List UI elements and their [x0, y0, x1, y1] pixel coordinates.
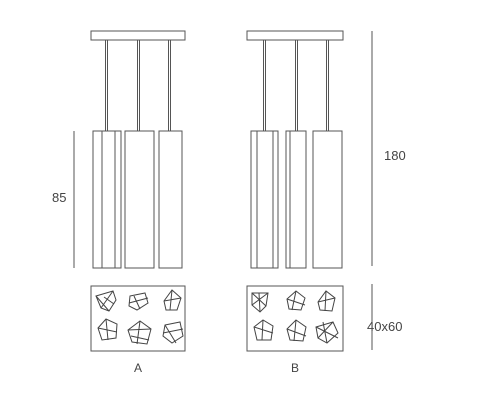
plan-b-shape-4-lines [253, 319, 274, 341]
dim-label-85: 85 [52, 190, 66, 205]
variant-a-elevation [73, 30, 186, 269]
tube-b-3 [312, 130, 343, 269]
plan-a-shape-2-lines [128, 295, 149, 310]
plan-a-shape-6 [162, 321, 184, 344]
variant-label-a: A [134, 361, 142, 375]
plan-a-shape-1 [95, 290, 117, 312]
plan-a-shape-1-lines [95, 290, 115, 312]
plan-a-shape-5-lines [127, 320, 152, 345]
plan-b-shape-3 [317, 290, 336, 312]
plan-b-shape-5 [286, 319, 307, 342]
canopy-b [246, 30, 344, 41]
variant-b-elevation [246, 30, 373, 350]
plan-b-shape-6 [315, 321, 339, 344]
plan-b-shape-3-lines [317, 290, 336, 312]
plan-b-shape-2-lines [286, 290, 306, 311]
tube-a-2 [124, 130, 155, 269]
canopy-a [90, 30, 186, 41]
tube-a-1 [92, 130, 122, 269]
plan-b-shape-1 [251, 292, 269, 313]
plan-view-a [90, 285, 186, 352]
tube-b-2 [285, 130, 307, 269]
plan-b-shape-5-lines [286, 319, 307, 342]
plan-b-shape-1-lines [251, 292, 269, 313]
plan-a-shape-2 [128, 292, 149, 311]
plan-a-shape-4 [97, 318, 118, 341]
plan-view-b [246, 285, 344, 352]
plan-a-shape-3 [163, 289, 182, 311]
dim-label-180: 180 [384, 148, 406, 163]
variant-label-b: B [291, 361, 299, 375]
plan-a-shape-6-lines [162, 324, 184, 344]
tube-b-1 [250, 130, 279, 269]
plan-frame-a [90, 285, 186, 352]
tube-a-3 [158, 130, 183, 269]
plan-a-shape-4-lines [97, 318, 118, 341]
plan-a-shape-5 [127, 320, 152, 345]
plan-b-shape-6-lines [315, 321, 339, 344]
plan-a-shape-3-lines [163, 289, 182, 311]
dim-label-40x60: 40x60 [367, 319, 402, 334]
plan-frame-b [246, 285, 344, 352]
plan-b-shape-2 [286, 290, 306, 311]
